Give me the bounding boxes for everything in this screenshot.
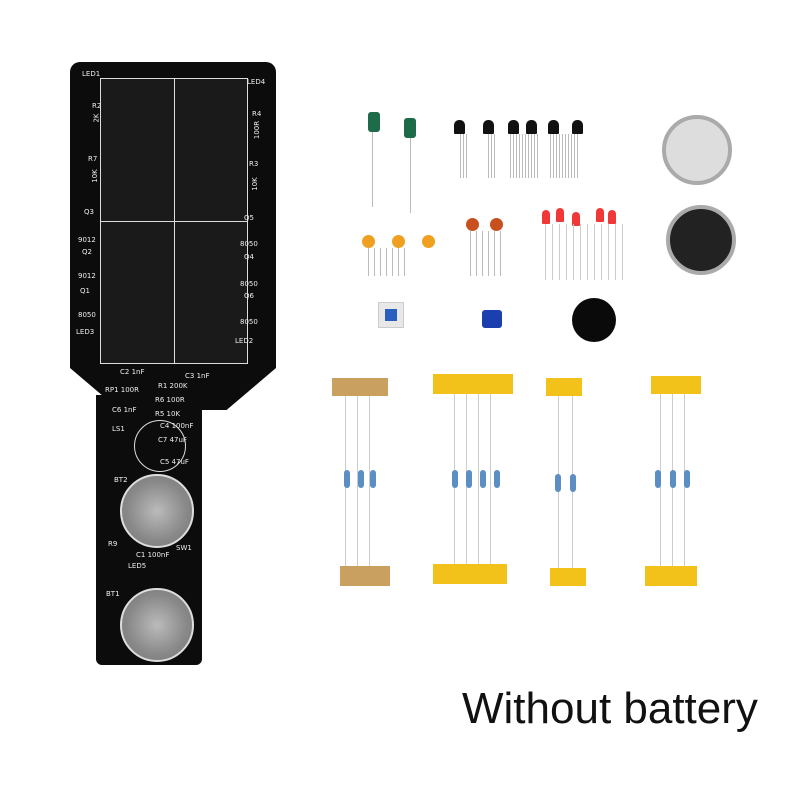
tape [651,376,701,394]
resistor-leads [558,396,576,568]
resistor [358,470,364,488]
electrolytic-capacitor [368,112,380,132]
pcb-label: Q2 [82,248,92,256]
ceramic-capacitor [362,235,375,248]
pcb-label: BT1 [106,590,120,598]
pcb-label: LED5 [128,562,147,570]
transistor [548,120,559,134]
resistor [555,474,561,492]
tape [340,566,390,586]
pcb-label: 2K [92,113,101,123]
pcb-label: 10K [90,169,99,183]
ceramic-capacitor [466,218,479,231]
pcb-label: SW1 [176,544,192,552]
pcb-label: 8050 [240,240,258,248]
lead [368,248,408,276]
electrolytic-capacitor [404,118,416,138]
resistor [480,470,486,488]
pcb-label: R1 200K [158,382,188,390]
buzzer [572,298,616,342]
pcb-label: 9012 [78,272,96,280]
tape [332,378,388,396]
pcb-label: R5 10K [155,410,181,418]
pcb-label: Q6 [244,292,254,300]
red-led [556,208,564,222]
ceramic-capacitor [490,218,503,231]
pcb-label: 8050 [240,318,258,326]
pcb-label: R3 [249,160,259,168]
ceramic-capacitor [392,235,405,248]
pcb-label: LED2 [235,337,254,345]
transistor [508,120,519,134]
transistor [454,120,465,134]
pcb-label: Q3 [84,208,94,216]
resistor [570,474,576,492]
resistor [494,470,500,488]
lead [545,224,625,280]
resistor [466,470,472,488]
red-led [542,210,550,224]
pcb-label: LS1 [112,425,125,433]
ceramic-capacitor [422,235,435,248]
lead [550,134,580,178]
pcb-label: LED3 [76,328,95,336]
pcb-label: C1 100nF [136,551,170,559]
transistor [483,120,494,134]
lead [460,134,468,178]
push-switch [378,302,404,328]
tape [433,564,507,584]
red-led [572,212,580,226]
pcb-label: R2 [92,102,102,110]
lead [488,134,496,178]
transistor [572,120,583,134]
pcb-label: 9012 [78,236,96,244]
pcb-label: 8050 [78,311,96,319]
pcb-label: 8050 [240,280,258,288]
pcb-label: C6 1nF [112,406,137,414]
pcb-label: R6 100R [155,396,185,404]
resistor [452,470,458,488]
pcb-label: R9 [108,540,118,548]
transistor [526,120,537,134]
red-led [608,210,616,224]
caption: Without battery [462,684,758,733]
lead [372,132,373,207]
pcb-label: LED4 [247,78,266,86]
pcb-label: C3 1nF [185,372,210,380]
pcb-label: C2 1nF [120,368,145,376]
pcb-label: Q1 [80,287,90,295]
resistor [344,470,350,488]
resistor [670,470,676,488]
tape [546,378,582,396]
pcb-label: BT2 [114,476,128,484]
trimmer-potentiometer [482,310,502,328]
red-led [596,208,604,222]
lead [410,138,411,213]
pcb-label: RP1 100R [105,386,139,394]
tape [550,568,586,586]
pcb-label: Q5 [244,214,254,222]
resistor [684,470,690,488]
lead [510,134,540,178]
pcb-label: 100R [253,120,262,140]
buzzer-footprint [134,420,186,472]
coin-cell-holder [662,115,732,185]
resistor [655,470,661,488]
pcb-label: 10K [250,177,259,191]
solar-panel [100,78,248,364]
resistor [370,470,376,488]
pcb-label: Q4 [244,253,254,261]
lead [470,231,502,276]
pcb-label: R4 [252,110,262,118]
coin-cell-holder [666,205,736,275]
tape [433,374,513,394]
battery-pad-bt2 [120,474,194,548]
pcb-label: LED1 [82,70,101,78]
battery-pad-bt1 [120,588,194,662]
pcb-label: R7 [88,155,98,163]
tape [645,566,697,586]
